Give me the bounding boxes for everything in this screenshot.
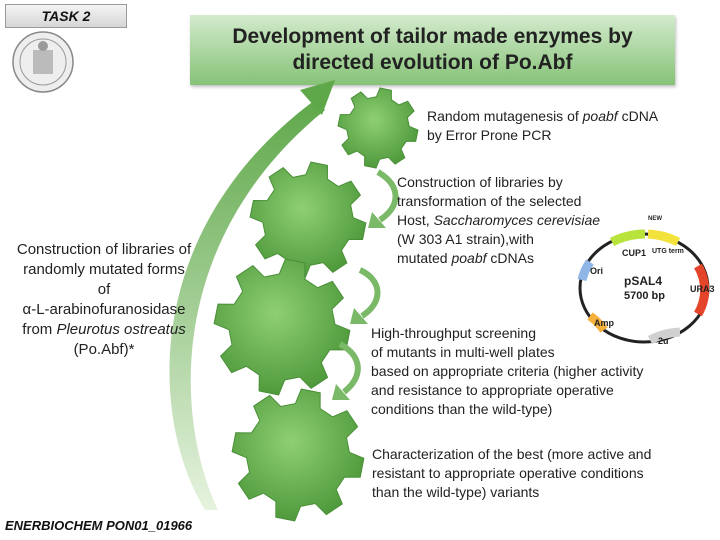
plasmid-label-new: NEW — [648, 216, 662, 222]
gear-icon-step-1 — [337, 87, 419, 169]
plasmid-size: 5700 bp — [624, 290, 665, 302]
plasmid-name: pSAL4 — [624, 274, 663, 288]
step-arrow-1 — [368, 169, 399, 228]
plasmid-label-ori: Ori — [590, 266, 604, 276]
step-4-text: Characterization of the best (more activ… — [372, 446, 652, 500]
step-3-text: High-throughput screening of mutants in … — [371, 325, 644, 417]
left-description: Construction of libraries of randomly mu… — [16, 241, 192, 358]
plasmid-label-cup1: CUP1 — [622, 248, 647, 258]
page-title: Development of tailor made enzymes by di… — [190, 15, 675, 85]
project-code: ENERBIOCHEM PON01_01966 — [5, 518, 193, 533]
step-2-text: Construction of libraries by transformat… — [397, 174, 601, 266]
evolution-cycle-arrow — [169, 80, 335, 510]
plasmid-map: CUP1 UTG term Ori URA3 Amp 2u pSAL4 5700… — [570, 216, 718, 354]
gear-icon-step-3 — [213, 258, 351, 396]
plasmid-label-2u: 2u — [658, 336, 669, 346]
plasmid-label-ura3: URA3 — [690, 284, 715, 294]
task-label: TASK 2 — [5, 4, 127, 28]
plasmid-label-utg: UTG term — [652, 248, 684, 255]
gear-icon-step-4 — [231, 388, 365, 522]
step-arrow-2 — [350, 267, 381, 324]
plasmid-ring-icon — [577, 229, 710, 345]
plasmid-label-amp: Amp — [594, 318, 614, 328]
step-arrow-3 — [332, 341, 361, 400]
gear-icon-step-2 — [249, 161, 367, 279]
university-seal-icon — [12, 31, 74, 93]
step-1-text: Random mutagenesis of poabf cDNA by Erro… — [427, 108, 659, 143]
